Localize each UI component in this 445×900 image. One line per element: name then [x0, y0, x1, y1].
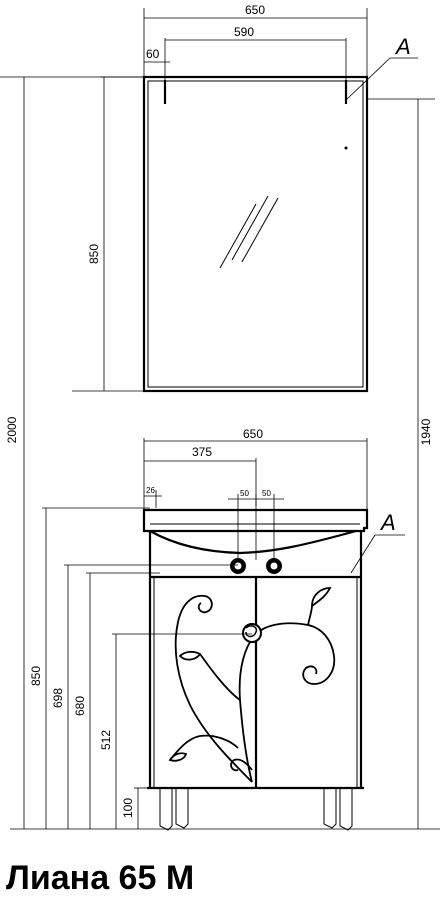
callout-a-cabinet-label: A: [379, 510, 396, 535]
inset-label: 26: [146, 486, 155, 495]
cabinet-height-850-dimension: 850: [29, 507, 150, 829]
pipe-spacing-right-label: 50: [262, 489, 271, 498]
washbasin-top: [142, 508, 369, 533]
floral-ornament: [168, 587, 336, 783]
mirror-width-label: 650: [245, 3, 265, 17]
drain-offset-label: 375: [192, 445, 212, 459]
mirror-mount-spacing-dimension: 590: [164, 25, 347, 100]
leg-height-label: 100: [121, 798, 135, 818]
mirror-outer-frame: [142, 75, 369, 393]
mirror-mount-dot: [344, 146, 348, 150]
pipe-fittings: [230, 558, 282, 574]
cabinet-width-dimension: 650: [143, 427, 368, 510]
callout-a-top-label: A: [394, 34, 411, 59]
mirror-reflection-line-3: [241, 197, 279, 263]
mirror-reflection-line-2: [231, 195, 269, 261]
callout-a-cabinet: A: [350, 510, 405, 574]
drain-offset-dimension: 375: [144, 445, 257, 560]
mirror-mount-spacing-label: 590: [234, 25, 254, 39]
overall-right-height-dimension: 1940: [367, 98, 435, 829]
product-title: Лиана 65 М: [6, 859, 195, 897]
inset-dimension: 26: [144, 486, 162, 508]
overall-left-height-dimension: 2000: [0, 76, 144, 829]
cabinet-height-698-label: 698: [51, 688, 65, 708]
cabinet-legs: [10, 788, 440, 831]
mirror-width-dimension: 650: [143, 3, 368, 77]
cabinet-height-680-dimension: 680: [73, 572, 160, 829]
cabinet-height-850-label: 850: [29, 666, 43, 686]
mirror-mount-offset-label: 60: [146, 47, 160, 61]
cabinet-body: [147, 531, 364, 790]
cabinet-height-512-label: 512: [99, 730, 113, 750]
mirror-reflection-line-1: [219, 203, 257, 269]
cabinet-height-698-dimension: 698: [51, 564, 238, 829]
mirror-inner-frame: [147, 80, 364, 388]
overall-right-height-label: 1940: [419, 418, 433, 445]
mirror: [142, 75, 369, 393]
cabinet-width-label: 650: [243, 427, 263, 441]
leg-height-dimension: 100: [121, 787, 150, 829]
cabinet-height-680-label: 680: [73, 696, 87, 716]
washbasin: [142, 508, 369, 555]
callout-a-top: A: [345, 34, 418, 101]
cabinet-height-512-dimension: 512: [99, 633, 252, 829]
mirror-height-label: 850: [87, 244, 101, 264]
mirror-height-dimension: 850: [72, 76, 144, 392]
overall-left-height-label: 2000: [5, 416, 19, 443]
washbasin-bowl: [149, 529, 357, 555]
pipe-spacing-left-label: 50: [240, 489, 249, 498]
mirror-mount-offset-dimension: 60: [144, 47, 170, 63]
